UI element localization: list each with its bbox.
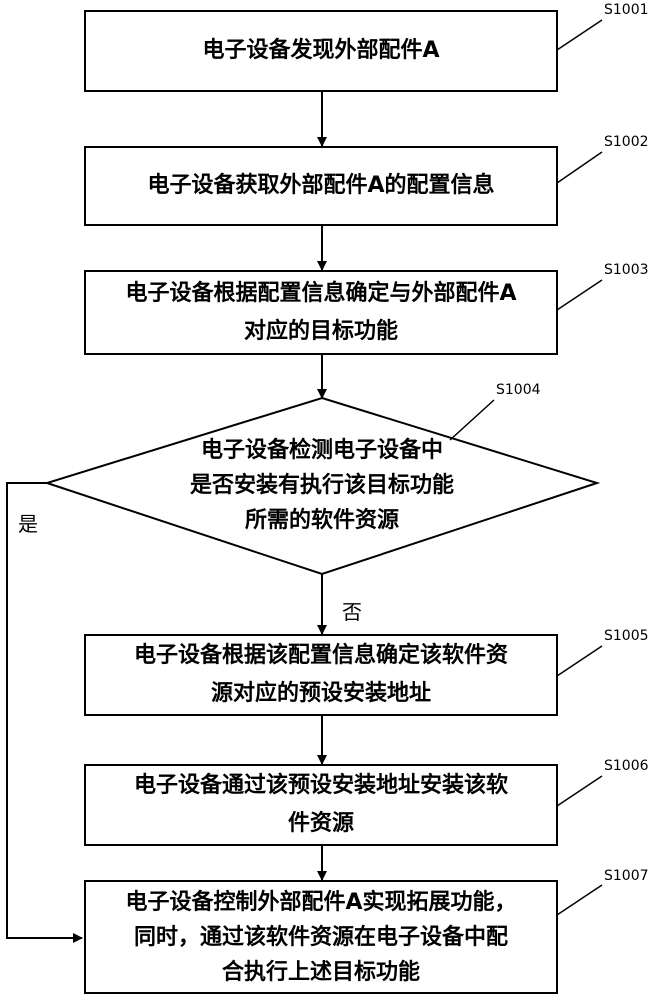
leader-s1007: [556, 884, 603, 916]
step-text: 电子设备根据该配置信息确定该软件资: [133, 643, 508, 668]
leader-s1001: [556, 19, 603, 51]
arrow-yes-branch: [6, 482, 83, 943]
leader-s1004: [449, 399, 495, 441]
step-label-s1004: S1004: [496, 382, 541, 398]
leader-s1002: [556, 151, 603, 184]
step-text: 件资源: [287, 811, 354, 836]
step-label-s1005: S1005: [604, 628, 649, 644]
decision-line: 电子设备检测电子设备中: [200, 438, 443, 463]
branch-no-label: 否: [342, 600, 362, 624]
step-text: 电子设备控制外部配件A实现拓展功能，: [125, 889, 517, 915]
step-label-s1001: S1001: [604, 2, 649, 18]
decision-diamond: [43, 396, 601, 576]
step-text: 同时，通过该软件资源在电子设备中配: [133, 924, 508, 950]
step-box-s1003: 电子设备根据配置信息确定与外部配件A 对应的目标功能: [84, 270, 558, 355]
step-text: 电子设备获取外部配件A的配置信息: [147, 173, 495, 198]
step-text: 对应的目标功能: [243, 318, 398, 344]
step-text: 电子设备通过该预设安装地址安装该软: [133, 773, 508, 798]
decision-line: 所需的软件资源: [244, 508, 399, 533]
step-box-s1005: 电子设备根据该配置信息确定该软件资 源对应的预设安装地址: [84, 634, 558, 716]
leader-s1005: [556, 645, 603, 677]
step-label-s1006: S1006: [604, 758, 649, 774]
step-box-s1001: 电子设备发现外部配件A: [84, 10, 558, 92]
decision-line: 是否安装有执行该目标功能: [189, 473, 454, 498]
step-text: 电子设备发现外部配件A: [202, 38, 440, 63]
step-box-s1007: 电子设备控制外部配件A实现拓展功能， 同时，通过该软件资源在电子设备中配 合执行…: [84, 880, 558, 994]
step-text: 电子设备根据配置信息确定与外部配件A: [125, 280, 517, 306]
leader-s1003: [556, 279, 603, 311]
step-label-s1002: S1002: [604, 134, 649, 150]
branch-yes-label: 是: [18, 512, 38, 536]
step-label-s1007: S1007: [604, 868, 649, 884]
step-text: 源对应的预设安装地址: [210, 681, 431, 706]
step-box-s1002: 电子设备获取外部配件A的配置信息: [84, 146, 558, 226]
step-box-s1006: 电子设备通过该预设安装地址安装该软 件资源: [84, 764, 558, 846]
step-text: 合执行上述目标功能: [221, 959, 420, 985]
step-label-s1003: S1003: [604, 262, 649, 278]
decision-text: 电子设备检测电子设备中 是否安装有执行该目标功能 所需的软件资源: [112, 433, 532, 538]
leader-s1006: [556, 775, 603, 807]
